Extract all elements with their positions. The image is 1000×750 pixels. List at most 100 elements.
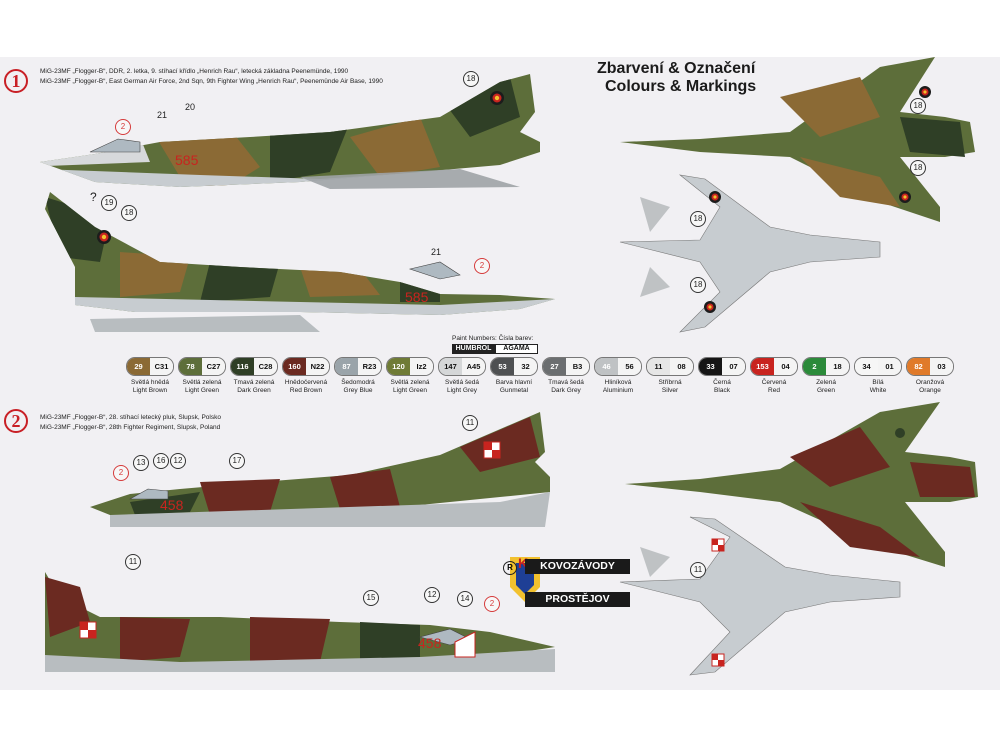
- humbrol-number: 160: [283, 358, 306, 375]
- callout-s1-2: 2: [115, 119, 131, 135]
- heading-english: Colours & Markings: [605, 78, 757, 95]
- paint-name-cz: Stříbrná: [658, 379, 682, 386]
- agama-number: C28: [254, 358, 277, 375]
- agama-number: 32: [514, 358, 537, 375]
- agama-number: 01: [878, 358, 901, 375]
- paint-name-en: Aluminium: [602, 387, 634, 394]
- paint-name-en: Red Brown: [289, 387, 323, 394]
- agama-number: R23: [358, 358, 381, 375]
- humbrol-number: 53: [491, 358, 514, 375]
- artwork: [40, 57, 978, 676]
- scheme-2-side-number-left: 458: [418, 635, 442, 651]
- paint-numbers-title: Paint Numbers: Čísla barev:: [452, 335, 534, 342]
- callout-s1-18-top: 18: [463, 71, 479, 87]
- agama-number: B3: [566, 358, 589, 375]
- callout-s2-17: 17: [229, 453, 245, 469]
- agama-number: Iz2: [410, 358, 433, 375]
- callout-s2-11-top: 11: [462, 415, 478, 431]
- agama-number: 04: [774, 358, 797, 375]
- paint-name-cz: Bílá: [872, 379, 884, 386]
- paint-brand-agama: AGAMA: [495, 344, 538, 354]
- callout-s2-11-lower: 11: [125, 554, 141, 570]
- brand-line-2: PROSTĚJOV: [525, 592, 630, 607]
- paint-name-cz: Zelená: [816, 379, 836, 386]
- paint-name-en: Light Brown: [132, 387, 168, 394]
- agama-number: 56: [618, 358, 641, 375]
- callout-s1-21: 21: [157, 110, 168, 120]
- paint-name-en: Green: [816, 387, 836, 394]
- scheme2-side-view-left: [45, 572, 555, 672]
- paint-name-en: Grey Blue: [343, 387, 373, 394]
- scheme2-bottom-view: [619, 516, 901, 676]
- decal-sheet: Zbarvení & Označení Colours & Markings 1…: [0, 57, 1000, 690]
- callout-s2-2-lower: 2: [484, 596, 500, 612]
- paint-name-en: Black: [714, 387, 730, 394]
- callout-s1-19: 19: [101, 195, 117, 211]
- humbrol-number: 78: [179, 358, 202, 375]
- paint-name-cz: Světlá hnědá: [131, 379, 169, 386]
- humbrol-number: 87: [335, 358, 358, 375]
- registered-mark: R: [503, 561, 517, 575]
- scheme1-side-view-left: [45, 192, 555, 332]
- scheme-1-caption-en: MiG-23MF „Flogger-B“, East German Air Fo…: [40, 78, 383, 85]
- agama-number: 08: [670, 358, 693, 375]
- brand-logo-letter: K: [518, 555, 529, 571]
- callout-s1-18-bottom-view-b: 18: [690, 277, 706, 293]
- scheme-1-number: 1: [4, 69, 28, 93]
- agama-number: 03: [930, 358, 953, 375]
- agama-number: 18: [826, 358, 849, 375]
- paint-name-en: Gunmetal: [499, 387, 529, 394]
- scheme-2-number: 2: [4, 409, 28, 433]
- callout-s2-16: 16: [153, 453, 169, 469]
- agama-number: A45: [462, 358, 485, 375]
- paint-name-cz: Černá: [713, 379, 731, 386]
- paint-name-en: Orange: [919, 387, 941, 394]
- paint-name-cz: Oranžová: [915, 379, 945, 386]
- scheme2-top-view: [625, 402, 978, 567]
- paint-name-cz: Tmavá šedá: [548, 379, 584, 386]
- scheme-1-side-number-left: 585: [405, 289, 429, 305]
- callout-s1-18-top-view-a: 18: [910, 98, 926, 114]
- callout-s2-12: 12: [170, 453, 186, 469]
- scheme1-top-view: [620, 57, 975, 222]
- humbrol-number: 29: [127, 358, 150, 375]
- humbrol-number: 153: [751, 358, 774, 375]
- scheme-2-caption-cz: MiG-23MF „Flogger-B“, 28. stíhací leteck…: [40, 414, 221, 421]
- paint-name-cz: Šedomodrá: [341, 379, 375, 386]
- brand-line-1: KOVOZÁVODY: [525, 559, 630, 574]
- callout-s2-11-bottom-view: 11: [690, 562, 706, 578]
- agama-number: C27: [202, 358, 225, 375]
- paint-name-cz: Světlá zelená: [390, 379, 430, 386]
- callout-s1-18-top-view-b: 18: [910, 160, 926, 176]
- paint-name-en: Silver: [661, 387, 679, 394]
- paint-brand-humbrol: HUMBROL: [452, 344, 495, 354]
- scheme-1-caption-cz: MiG-23MF „Flogger-B“, DDR, 2. letka, 9. …: [40, 68, 349, 75]
- paint-name-cz: Červená: [761, 379, 787, 386]
- paint-name-cz: Tmavá zelená: [233, 379, 275, 386]
- paint-name-en: Red: [768, 387, 780, 394]
